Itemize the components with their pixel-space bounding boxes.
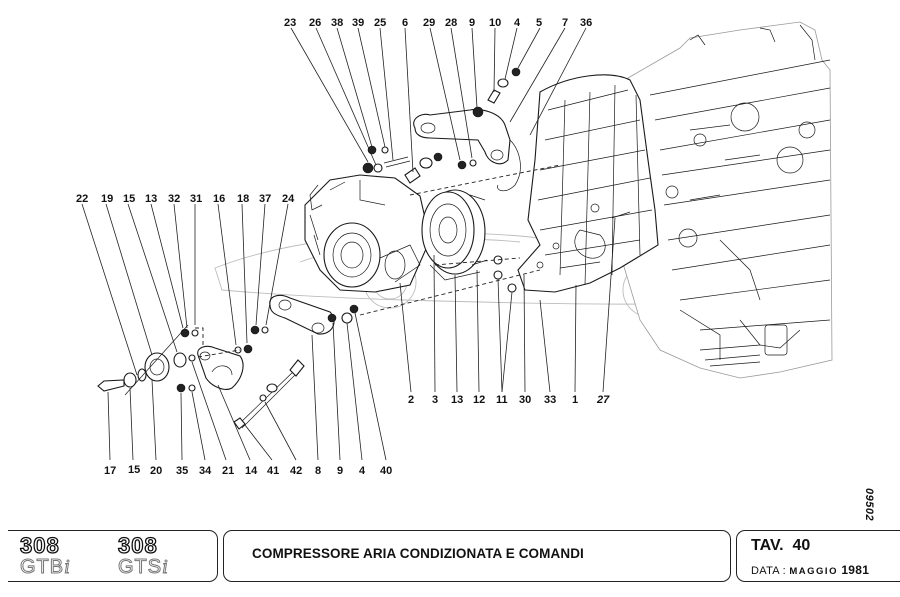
model-name: GTBi (19, 556, 71, 578)
callout-38: 38 (331, 17, 343, 29)
callouts-upper-left: 22 19 15 13 32 31 16 18 37 24 (76, 193, 295, 205)
callout-9: 9 (469, 17, 475, 29)
callout-3: 3 (432, 394, 438, 406)
callout-25: 25 (374, 17, 386, 29)
plate-number: TAV. 40 (751, 537, 811, 554)
drawing-number: 09502 (863, 488, 875, 522)
engine-block (611, 21, 833, 379)
callout-42: 42 (290, 465, 302, 477)
callout-32: 32 (168, 193, 180, 205)
callouts-top: 23 26 38 39 25 6 29 28 9 10 4 5 7 36 (284, 17, 592, 29)
assembly-lines (359, 164, 561, 316)
drawing-date: DATA : MAGGIO 1981 (751, 563, 870, 577)
callout-22: 22 (76, 193, 88, 205)
callout-5: 5 (536, 17, 542, 29)
callout-37: 37 (259, 193, 271, 205)
callout-34: 34 (199, 465, 212, 477)
callout-15b: 15 (128, 464, 140, 476)
callout-19: 19 (101, 193, 113, 205)
upper-bracket (362, 67, 521, 192)
callout-18: 18 (237, 193, 249, 205)
callout-20: 20 (150, 465, 162, 477)
model-number: 308 (117, 533, 158, 558)
callouts-bottom-right: 2 3 13 12 11 30 33 1 27 (408, 394, 610, 406)
callout-10: 10 (489, 17, 501, 29)
callout-7: 7 (562, 17, 568, 29)
drawing-title: COMPRESSORE ARIA CONDIZIONATA E COMANDI (252, 546, 584, 561)
timing-cover (517, 74, 659, 293)
callout-26: 26 (309, 17, 321, 29)
title-panel: COMPRESSORE ARIA CONDIZIONATA E COMANDI (223, 530, 731, 582)
model-badge-gtsi: 308 GTSi (116, 533, 206, 579)
callout-35: 35 (176, 465, 188, 477)
callout-9b: 9 (337, 465, 343, 477)
leader-lines (81, 27, 616, 461)
model-badge-panel: 308 GTBi 308 GTSi (8, 530, 218, 582)
callout-31: 31 (190, 193, 202, 205)
callout-14: 14 (245, 465, 258, 477)
callout-13: 13 (145, 193, 157, 205)
callout-13b: 13 (451, 394, 463, 406)
callout-15: 15 (123, 193, 135, 205)
callout-41: 41 (267, 465, 279, 477)
callouts-bottom-left: 17 15 20 35 34 21 14 41 42 8 9 4 40 (104, 464, 392, 477)
reference-panel: TAV. 40 DATA : MAGGIO 1981 (736, 530, 900, 582)
callout-23: 23 (284, 17, 296, 29)
callout-17: 17 (104, 465, 116, 477)
callout-16: 16 (213, 193, 225, 205)
callout-28: 28 (445, 17, 457, 29)
callout-8: 8 (315, 465, 321, 477)
callout-2: 2 (408, 394, 414, 406)
callout-21: 21 (222, 465, 234, 477)
tensioner-assembly (97, 255, 517, 430)
callout-24: 24 (282, 193, 295, 205)
callout-4: 4 (514, 17, 521, 29)
callout-27: 27 (596, 394, 610, 406)
model-number: 308 (19, 533, 60, 558)
callout-29: 29 (423, 17, 435, 29)
callout-33: 33 (544, 394, 556, 406)
model-badge-gtbi: 308 GTBi (18, 533, 108, 579)
callout-11: 11 (496, 394, 508, 406)
compressor (304, 174, 431, 293)
callout-4b: 4 (359, 465, 366, 477)
callout-6: 6 (402, 17, 408, 29)
callout-39: 39 (352, 17, 364, 29)
callout-30: 30 (519, 394, 531, 406)
callout-12: 12 (473, 394, 485, 406)
model-name: GTSi (117, 556, 169, 578)
callout-1: 1 (572, 394, 578, 406)
clutch-pulley (421, 189, 488, 281)
callout-36: 36 (580, 17, 592, 29)
callout-40: 40 (380, 465, 392, 477)
